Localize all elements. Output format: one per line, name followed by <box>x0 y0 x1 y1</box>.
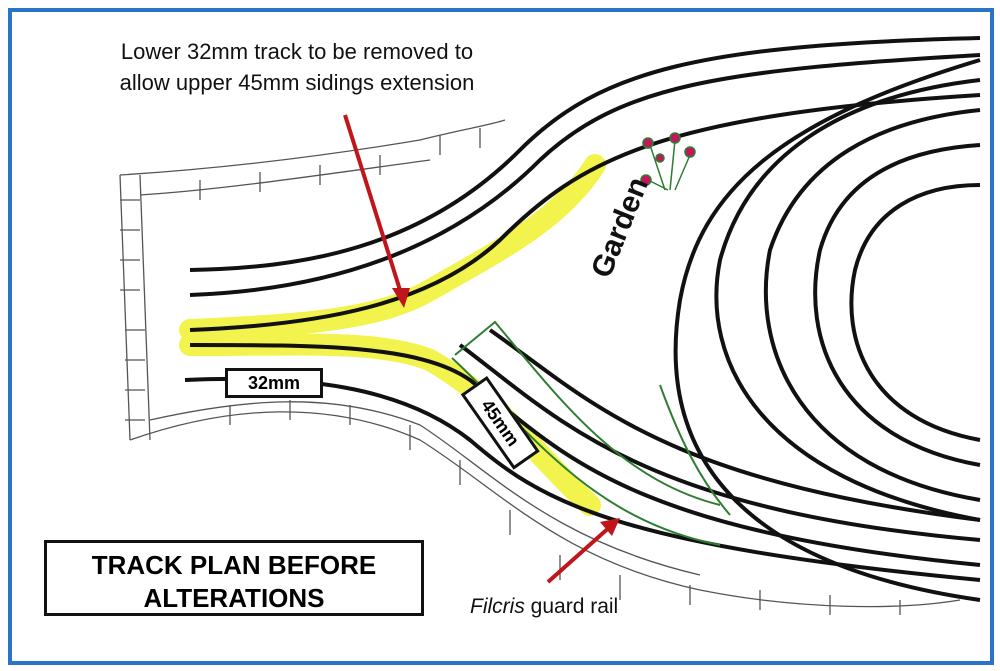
arrow-to-lower-track <box>343 114 410 308</box>
retaining-wall <box>119 119 961 615</box>
flower-icon <box>640 132 696 191</box>
title-line-1: TRACK PLAN BEFORE <box>91 550 377 580</box>
arrow-to-guard-rail <box>546 518 620 584</box>
title-line-2: ALTERATIONS <box>143 583 325 613</box>
diagram-title: TRACK PLAN BEFORE ALTERATIONS <box>44 540 424 616</box>
tracks <box>184 36 981 602</box>
annotation-line-2: allow upper 45mm sidings extension <box>119 70 475 95</box>
annotation-note: Lower 32mm track to be removed to allow … <box>82 36 512 98</box>
guard-rail-brand: Filcris <box>470 595 525 618</box>
guard-rail-text: guard rail <box>524 595 619 618</box>
annotation-line-1: Lower 32mm track to be removed to <box>120 39 474 64</box>
gauge-label-32mm: 32mm <box>225 368 323 398</box>
diagram-frame <box>8 8 994 665</box>
guard-rail-label: Filcris guard rail <box>470 595 618 619</box>
